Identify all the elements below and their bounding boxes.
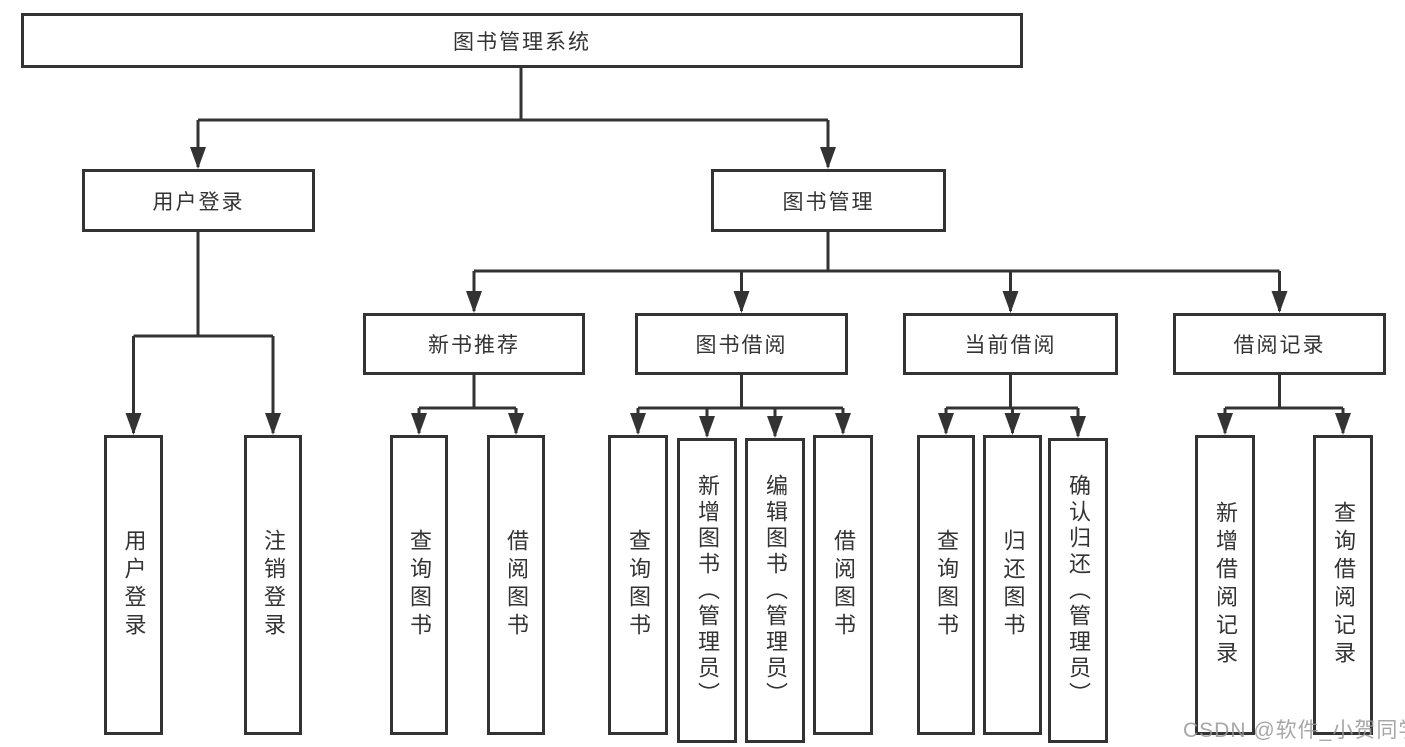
leaf-borrow-books-recommend: 借阅图书 bbox=[487, 435, 545, 735]
leaf-query-books-recommend: 查询图书 bbox=[390, 435, 448, 735]
leaf-return-books: 归还图书 bbox=[983, 435, 1042, 735]
leaf-logout: 注销登录 bbox=[244, 435, 302, 735]
node-borrow-records: 借阅记录 bbox=[1173, 313, 1386, 375]
node-current-borrow-label: 当前借阅 bbox=[964, 334, 1057, 357]
leaf-logout-label: 注销登录 bbox=[261, 529, 286, 641]
node-book-management: 图书管理 bbox=[711, 169, 946, 232]
arrowheads bbox=[125, 147, 1351, 438]
node-book-management-label: 图书管理 bbox=[782, 190, 875, 214]
leaf-borrow-books-borrow-label: 借阅图书 bbox=[831, 529, 856, 641]
leaf-query-books-recommend-label: 查询图书 bbox=[407, 529, 432, 641]
leaf-borrow-books-borrow: 借阅图书 bbox=[813, 435, 873, 735]
leaf-query-books-borrow: 查询图书 bbox=[608, 435, 668, 735]
leaf-query-books-current: 查询图书 bbox=[917, 435, 975, 735]
leaf-confirm-return-admin: 确认归还（管理员） bbox=[1048, 438, 1108, 743]
leaf-user-login: 用户登录 bbox=[104, 435, 163, 735]
leaf-query-borrow-record: 查询借阅记录 bbox=[1313, 435, 1373, 735]
node-root: 图书管理系统 bbox=[21, 13, 1023, 68]
node-borrow-records-label: 借阅记录 bbox=[1233, 334, 1326, 357]
leaf-query-books-current-label: 查询图书 bbox=[934, 529, 959, 641]
leaf-add-book-admin: 新增图书（管理员） bbox=[677, 438, 737, 743]
node-current-borrow: 当前借阅 bbox=[903, 313, 1118, 375]
node-user-login-label: 用户登录 bbox=[152, 190, 245, 214]
leaf-edit-book-admin-label: 编辑图书（管理员） bbox=[763, 473, 788, 708]
leaf-edit-book-admin: 编辑图书（管理员） bbox=[745, 438, 805, 743]
leaf-add-borrow-record: 新增借阅记录 bbox=[1195, 435, 1255, 735]
node-root-label: 图书管理系统 bbox=[453, 30, 591, 54]
leaf-user-login-label: 用户登录 bbox=[121, 529, 147, 641]
node-new-book-recommend-label: 新书推荐 bbox=[428, 334, 520, 357]
node-book-borrow: 图书借阅 bbox=[635, 313, 848, 375]
watermark: CSDN @软件_小贺同学 bbox=[1183, 719, 1405, 742]
leaf-add-book-admin-label: 新增图书（管理员） bbox=[695, 473, 720, 708]
leaf-query-borrow-record-label: 查询借阅记录 bbox=[1331, 501, 1356, 669]
node-book-borrow-label: 图书借阅 bbox=[695, 334, 788, 357]
leaf-query-books-borrow-label: 查询图书 bbox=[626, 529, 651, 641]
leaf-borrow-books-recommend-label: 借阅图书 bbox=[504, 529, 529, 641]
leaf-return-books-label: 归还图书 bbox=[1000, 529, 1026, 641]
leaf-add-borrow-record-label: 新增借阅记录 bbox=[1213, 501, 1238, 669]
leaf-confirm-return-admin-label: 确认归还（管理员） bbox=[1066, 473, 1091, 708]
node-user-login: 用户登录 bbox=[82, 169, 315, 232]
node-new-book-recommend: 新书推荐 bbox=[363, 313, 585, 375]
